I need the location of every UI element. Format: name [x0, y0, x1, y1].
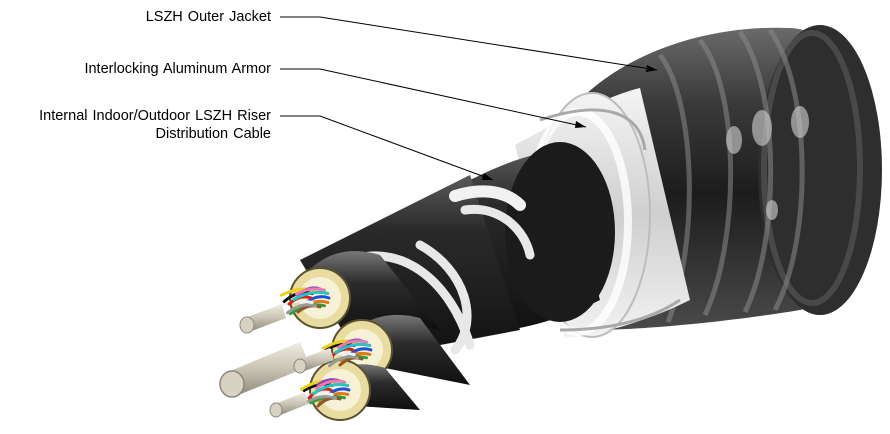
leader-outer-jacket	[280, 16, 658, 71]
fiber-strand	[295, 287, 326, 296]
jacket-highlights	[726, 106, 809, 220]
optical-fibers	[276, 286, 373, 408]
riser-cable-label-line2: Distribution Cable	[155, 126, 271, 142]
fiber-strand	[286, 303, 317, 315]
riser-cable-label: Internal Indoor/Outdoor LSZH Riser Distr…	[39, 107, 271, 143]
fiber-strand	[315, 379, 346, 390]
arrow-outer-jacket	[646, 65, 657, 72]
leader-armor	[280, 68, 587, 128]
arrow-armor	[575, 121, 586, 128]
leader-lines	[280, 16, 658, 181]
fiber-strand	[337, 339, 368, 349]
leader-riser	[280, 115, 494, 181]
outer-jacket-label: LSZH Outer Jacket	[145, 9, 271, 25]
fiber-strand	[334, 342, 372, 354]
riser-cable-label-line1: Internal Indoor/Outdoor LSZH Riser	[39, 108, 271, 124]
fiber-strand	[338, 356, 364, 367]
fiber-strand	[316, 396, 342, 408]
fiber-strand	[312, 383, 350, 395]
armor-label: Interlocking Aluminum Armor	[84, 61, 271, 77]
inner-riser-cable	[300, 142, 615, 360]
fiber-strand	[306, 394, 337, 404]
fiber-strand	[328, 355, 359, 368]
central-strength-member	[219, 304, 334, 418]
arrow-riser	[482, 173, 493, 180]
leader-arrowheads	[482, 65, 657, 180]
fiber-strand	[340, 351, 372, 363]
fiber-strand	[292, 290, 330, 301]
